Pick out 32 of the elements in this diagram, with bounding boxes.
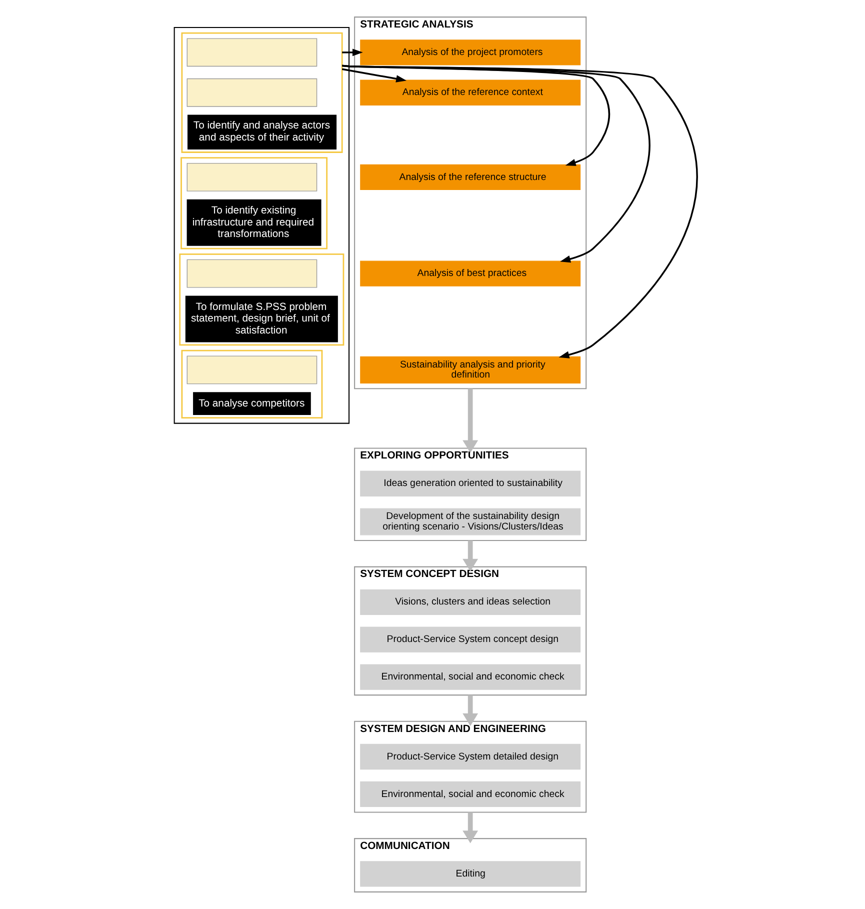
node-box — [186, 38, 317, 67]
node-box: Editing — [360, 861, 580, 887]
node-box: Environmental, social and economic check — [360, 664, 580, 690]
node-box: Analysis of the project promoters — [360, 40, 580, 66]
node-box: Ideas generation oriented to sustainability — [360, 470, 580, 496]
node-box: Product-Service System concept design — [360, 626, 580, 652]
node-box: Development of the sustainability design orienting scenario - Visions/Clusters/Ideas — [360, 508, 580, 536]
arrow — [342, 64, 610, 166]
arrow — [342, 64, 650, 263]
node-box: Analysis of best practices — [360, 260, 580, 286]
cluster: To identify and analyse actors and aspects of their activity — [180, 32, 342, 153]
node-box: Sustainability analysis and priority definition — [360, 356, 580, 384]
arrow — [462, 695, 478, 726]
arrow — [462, 388, 478, 453]
node-box: Analysis of the reference structure — [360, 164, 580, 190]
cluster: To identify existing infrastructure and required transformations — [180, 157, 328, 250]
arrow — [342, 48, 362, 56]
node-box — [186, 78, 317, 107]
node-box — [186, 356, 317, 384]
node-box: Product-Service System detailed design — [360, 744, 580, 770]
node-box: Visions, clusters and ideas selection — [360, 589, 580, 615]
node-box: Analysis of the reference context — [360, 80, 580, 106]
cluster — [173, 26, 350, 424]
arrow — [341, 68, 406, 82]
node-box — [186, 162, 317, 192]
arrow — [342, 64, 698, 358]
node-box — [186, 259, 317, 288]
node-box: Environmental, social and economic check — [360, 781, 580, 808]
arrow — [462, 812, 478, 844]
cluster: To formulate S.PSS problem statement, design brief, unit of satisfaction — [178, 253, 344, 346]
arrow — [462, 540, 478, 572]
cluster: To analyse competitors — [180, 350, 322, 418]
